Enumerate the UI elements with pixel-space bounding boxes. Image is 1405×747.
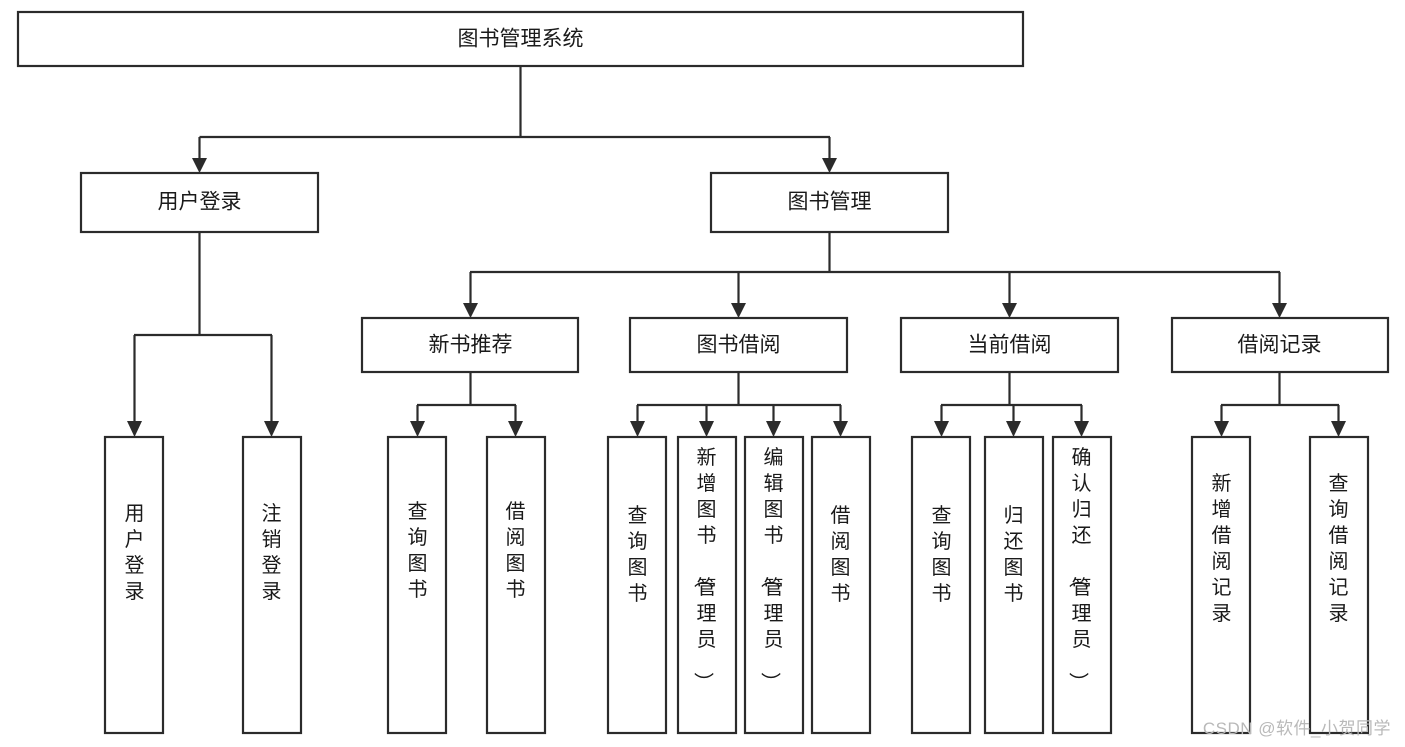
leaf-add-book-admin-label: 新增图书（管理员） xyxy=(692,446,717,692)
node-borrow-records-label: 借阅记录 xyxy=(1238,334,1322,357)
leaf-query-book-newbook-label: 查询图书 xyxy=(408,500,428,601)
leaf-return-book[interactable]: 归还图书 xyxy=(983,435,1045,735)
node-book-borrow[interactable]: 图书借阅 xyxy=(628,316,849,374)
arrow-bookmgmt-to-current xyxy=(1002,303,1017,318)
leaf-borrow-book-newbook-label: 借阅图书 xyxy=(506,500,526,601)
node-current-borrow-label: 当前借阅 xyxy=(968,334,1052,357)
leaf-user-login[interactable]: 用户登录 xyxy=(103,435,165,735)
leaf-user-login-label: 用户登录 xyxy=(125,503,145,603)
leaf-confirm-return-admin-box[interactable] xyxy=(1051,435,1113,735)
node-book-borrow-box[interactable] xyxy=(628,316,849,374)
leaf-borrow-book-borrow-label: 借阅图书 xyxy=(831,504,851,605)
csdn-watermark: CSDN @软件_小贺同学 xyxy=(1202,719,1391,738)
leaf-edit-book-admin-box[interactable] xyxy=(743,435,805,735)
arrow-root-to-user-login xyxy=(192,158,207,173)
node-book-management[interactable]: 图书管理 xyxy=(709,171,950,234)
arrow-records-to-leaf-1 xyxy=(1214,421,1229,437)
leaf-query-book-borrow-box[interactable] xyxy=(606,435,668,735)
arrow-borrow-to-leaf-1 xyxy=(630,421,645,437)
arrow-bookmgmt-to-newbook xyxy=(463,303,478,318)
node-book-management-label: 图书管理 xyxy=(788,191,872,214)
arrow-current-to-leaf-2 xyxy=(1006,421,1021,437)
leaf-query-book-newbook[interactable]: 查询图书 xyxy=(386,435,448,735)
leaf-logout-label: 注销登录 xyxy=(262,502,282,603)
node-user-login[interactable]: 用户登录 xyxy=(79,171,320,234)
arrow-current-to-leaf-1 xyxy=(934,421,949,437)
leaf-edit-book-admin[interactable]: 编辑图书（管理员） xyxy=(743,435,805,735)
leaf-add-borrow-record-label: 新增借阅记录 xyxy=(1212,472,1232,625)
leaf-borrow-book-borrow[interactable]: 借阅图书 xyxy=(810,435,872,735)
leaf-confirm-return-admin[interactable]: 确认归还（管理员） xyxy=(1051,435,1113,735)
node-borrow-records[interactable]: 借阅记录 xyxy=(1170,316,1390,374)
leaf-borrow-book-borrow-box[interactable] xyxy=(810,435,872,735)
node-new-book-recommend-box[interactable] xyxy=(360,316,580,374)
node-root-label: 图书管理系统 xyxy=(458,28,584,51)
node-root-box[interactable] xyxy=(16,10,1025,68)
arrow-root-to-book-mgmt xyxy=(822,158,837,173)
arrow-borrow-to-leaf-3 xyxy=(766,421,781,437)
leaf-logout[interactable]: 注销登录 xyxy=(241,435,303,735)
arrow-newbook-to-leaf-1 xyxy=(410,421,425,437)
arrow-newbook-to-leaf-2 xyxy=(508,421,523,437)
node-current-borrow[interactable]: 当前借阅 xyxy=(899,316,1120,374)
arrow-userlogin-to-leaf-1 xyxy=(127,421,142,437)
arrow-borrow-to-leaf-4 xyxy=(833,421,848,437)
leaf-user-login-box[interactable] xyxy=(103,435,165,735)
leaf-edit-book-admin-label: 编辑图书（管理员） xyxy=(759,446,784,692)
leaf-add-book-admin[interactable]: 新增图书（管理员） xyxy=(676,435,738,735)
leaf-query-borrow-record[interactable]: 查询借阅记录 xyxy=(1308,435,1370,735)
arrow-bookmgmt-to-borrow xyxy=(731,303,746,318)
leaf-query-book-current[interactable]: 查询图书 xyxy=(910,435,972,735)
connector-layer xyxy=(127,66,1346,437)
node-new-book-recommend[interactable]: 新书推荐 xyxy=(360,316,580,374)
node-book-management-box[interactable] xyxy=(709,171,950,234)
leaf-query-book-newbook-box[interactable] xyxy=(386,435,448,735)
leaf-query-book-current-box[interactable] xyxy=(910,435,972,735)
leaf-add-borrow-record-box[interactable] xyxy=(1190,435,1252,735)
node-book-borrow-label: 图书借阅 xyxy=(697,334,781,357)
node-user-login-label: 用户登录 xyxy=(158,191,242,214)
arrow-userlogin-to-leaf-2 xyxy=(264,421,279,437)
node-user-login-box[interactable] xyxy=(79,171,320,234)
leaf-query-book-borrow[interactable]: 查询图书 xyxy=(606,435,668,735)
node-root[interactable]: 图书管理系统 xyxy=(16,10,1025,68)
leaf-borrow-book-newbook-box[interactable] xyxy=(485,435,547,735)
leaf-return-book-label: 归还图书 xyxy=(1004,504,1024,605)
leaf-logout-box[interactable] xyxy=(241,435,303,735)
leaf-query-book-borrow-label: 查询图书 xyxy=(628,504,648,605)
arrow-current-to-leaf-3 xyxy=(1074,421,1089,437)
leaf-borrow-book-newbook[interactable]: 借阅图书 xyxy=(485,435,547,735)
leaf-query-borrow-record-label: 查询借阅记录 xyxy=(1329,472,1349,625)
leaf-confirm-return-admin-label: 确认归还（管理员） xyxy=(1067,446,1092,692)
leaf-add-borrow-record[interactable]: 新增借阅记录 xyxy=(1190,435,1252,735)
arrow-bookmgmt-to-records xyxy=(1272,303,1287,318)
leaf-add-book-admin-box[interactable] xyxy=(676,435,738,735)
leaf-query-borrow-record-box[interactable] xyxy=(1308,435,1370,735)
node-new-book-recommend-label: 新书推荐 xyxy=(429,334,513,357)
arrow-borrow-to-leaf-2 xyxy=(699,421,714,437)
leaf-query-book-current-label: 查询图书 xyxy=(932,504,952,605)
arrow-records-to-leaf-2 xyxy=(1331,421,1346,437)
node-current-borrow-box[interactable] xyxy=(899,316,1120,374)
leaf-return-book-box[interactable] xyxy=(983,435,1045,735)
node-borrow-records-box[interactable] xyxy=(1170,316,1390,374)
